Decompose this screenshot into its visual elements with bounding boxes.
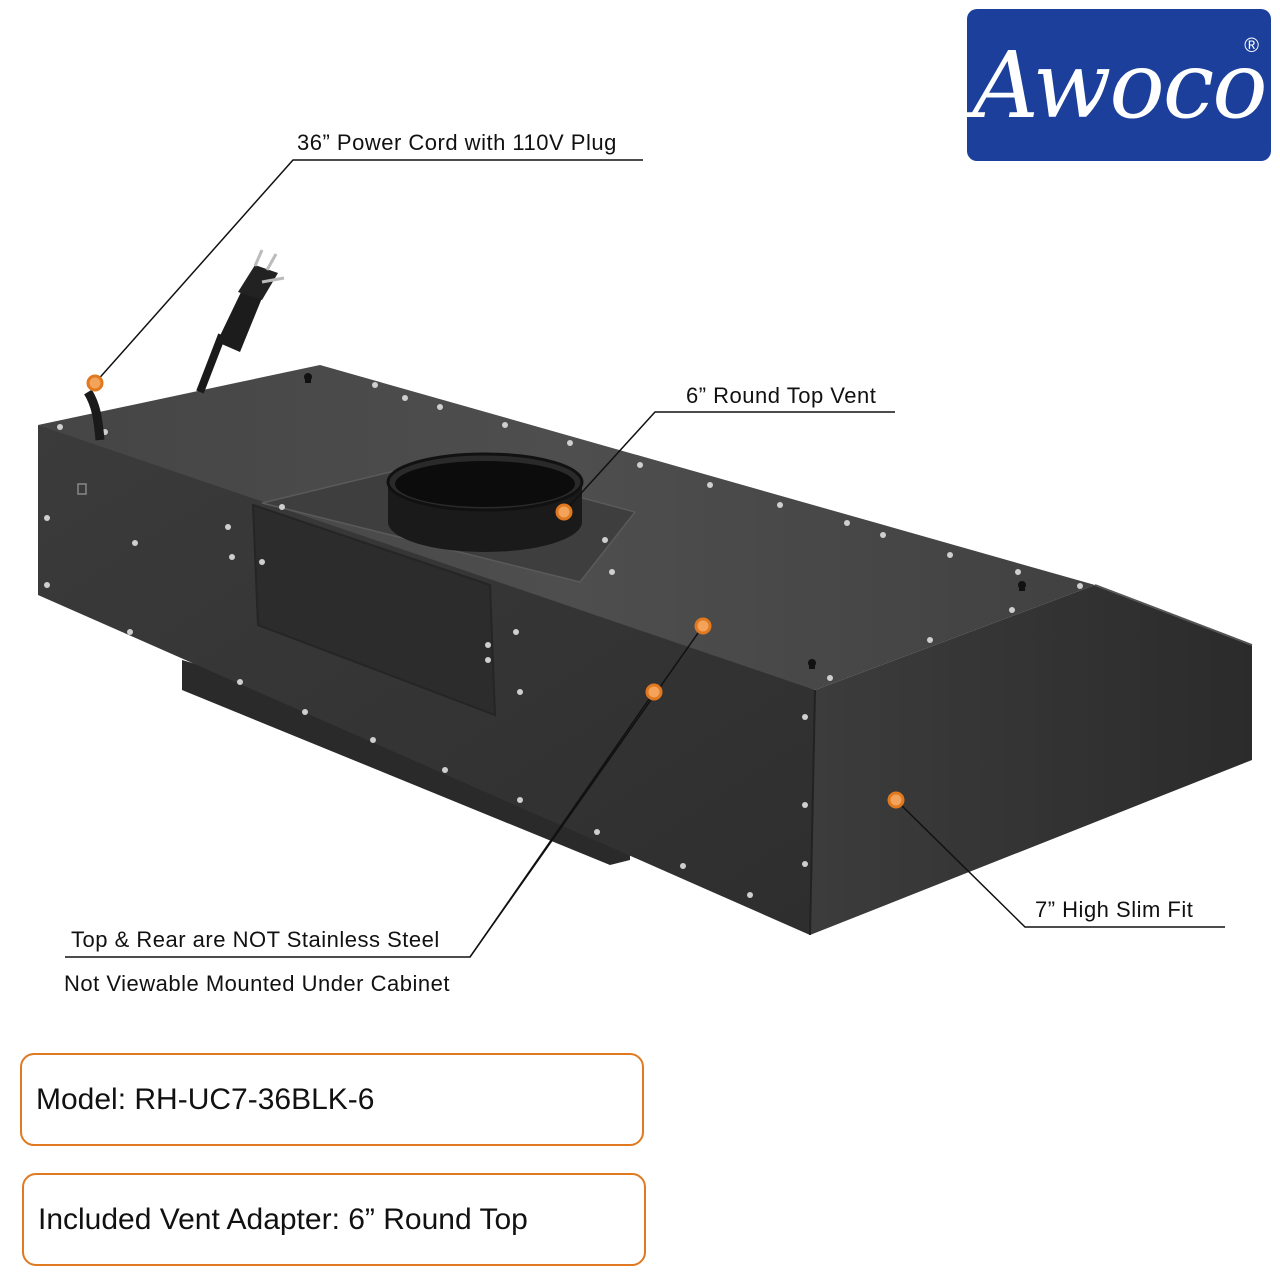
registered-mark: ®	[1244, 35, 1259, 57]
keyhole-slots	[304, 373, 1026, 669]
model-box: Model: RH-UC7-36BLK-6	[20, 1053, 644, 1146]
callout-material-note: Top & Rear are NOT Stainless Steel	[71, 927, 440, 952]
vent-adapter-text: Included Vent Adapter: 6” Round Top	[38, 1202, 528, 1236]
callout-top-vent: 6” Round Top Vent	[686, 383, 877, 408]
brand-logo: Awoco ®	[967, 9, 1271, 161]
brand-logo-text: Awoco	[972, 31, 1267, 139]
model-text: Model: RH-UC7-36BLK-6	[36, 1082, 375, 1116]
power-cord	[84, 249, 285, 441]
callout-material-note-sub: Not Viewable Mounted Under Cabinet	[64, 971, 450, 996]
screws	[44, 382, 1083, 898]
callout-power-cord: 36” Power Cord with 110V Plug	[297, 130, 617, 155]
callout-slim-fit: 7” High Slim Fit	[1035, 897, 1194, 922]
hood-bottom-box	[182, 660, 630, 865]
hood-side-face	[810, 585, 1252, 935]
callout-dots	[86, 374, 905, 809]
leader-lines	[65, 159, 1225, 958]
front-panel	[251, 503, 497, 717]
round-vent	[386, 452, 584, 552]
vent-adapter-box: Included Vent Adapter: 6” Round Top	[22, 1173, 646, 1266]
